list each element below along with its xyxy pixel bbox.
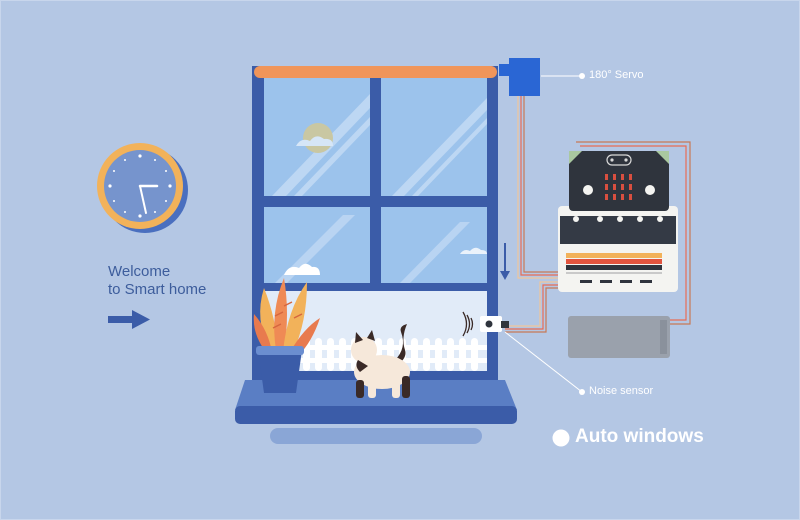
wires	[505, 96, 691, 333]
clock-icon	[97, 143, 188, 233]
battery-box	[568, 316, 670, 358]
welcome-line-1: Welcome	[108, 263, 171, 280]
controller-board	[558, 151, 678, 292]
noise-sensor-label: Noise sensor	[589, 385, 654, 397]
window-sill	[235, 380, 517, 444]
auto-windows-label: Auto windows	[575, 426, 704, 447]
noise-sensor	[480, 316, 585, 395]
welcome-line-2: to Smart home	[108, 281, 207, 298]
arrow-down-icon	[500, 243, 510, 280]
curtain-rod	[254, 66, 497, 78]
potted-plant	[253, 278, 320, 393]
sound-wave-icon	[462, 311, 474, 337]
status-dot-icon	[552, 429, 570, 447]
arrow-right-icon	[108, 310, 150, 329]
servo-label: 180° Servo	[589, 69, 644, 81]
cat	[351, 324, 410, 398]
welcome-message: Welcome to Smart home	[108, 263, 206, 299]
servo-motor	[499, 58, 585, 96]
